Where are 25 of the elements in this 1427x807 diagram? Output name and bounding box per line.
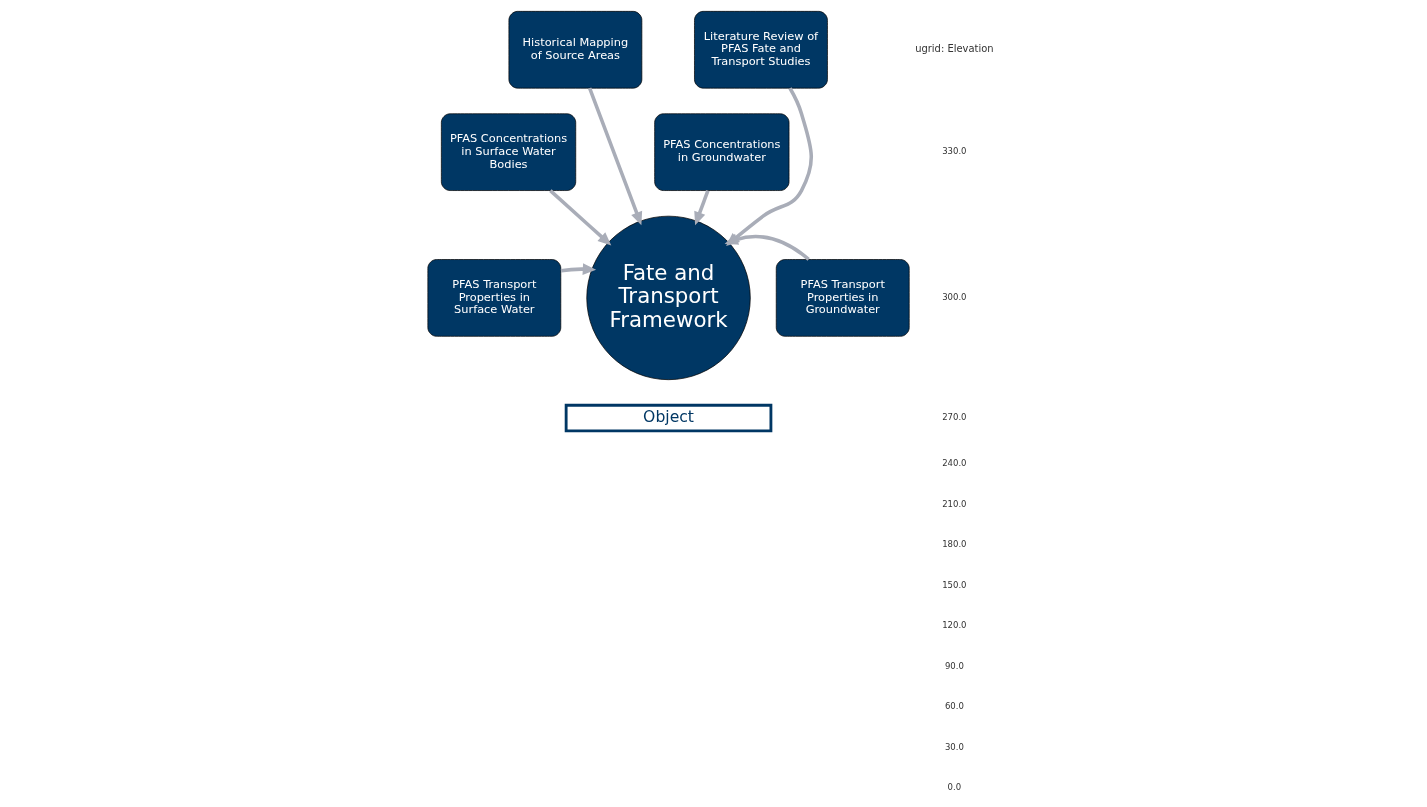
node-box: Object xyxy=(564,403,773,433)
label: ugrid: Elevation xyxy=(915,43,994,55)
label: 330.0 xyxy=(942,146,967,157)
label: 210.0 xyxy=(942,498,967,509)
label: 180.0 xyxy=(942,539,967,550)
node-box: PFAS Transport Properties in Groundwater xyxy=(775,259,910,337)
label: 270.0 xyxy=(942,412,967,423)
label: 300.0 xyxy=(942,292,967,303)
label: 90.0 xyxy=(944,660,964,671)
label: 240.0 xyxy=(942,458,967,469)
arrow xyxy=(549,189,612,246)
node-box: Historical Mapping of Source Areas xyxy=(508,11,643,89)
node-box: PFAS Concentrations in Groundwater xyxy=(654,113,790,191)
arrow xyxy=(560,263,597,275)
label: 0.0 xyxy=(947,782,962,793)
label: 150.0 xyxy=(942,579,967,590)
node-box: Literature Review of PFAS Fate and Transport Studies xyxy=(694,11,828,89)
label: 60.0 xyxy=(944,701,964,712)
label: 30.0 xyxy=(944,741,964,752)
node-box: PFAS Transport Properties in Surface Water xyxy=(427,259,562,337)
arrow xyxy=(587,87,643,226)
label: 120.0 xyxy=(942,620,967,631)
node-circle: Fate and Transport Framework xyxy=(586,215,751,381)
node-box: PFAS Concentrations in Surface Water Bodies xyxy=(441,113,577,191)
arrow xyxy=(694,190,710,226)
